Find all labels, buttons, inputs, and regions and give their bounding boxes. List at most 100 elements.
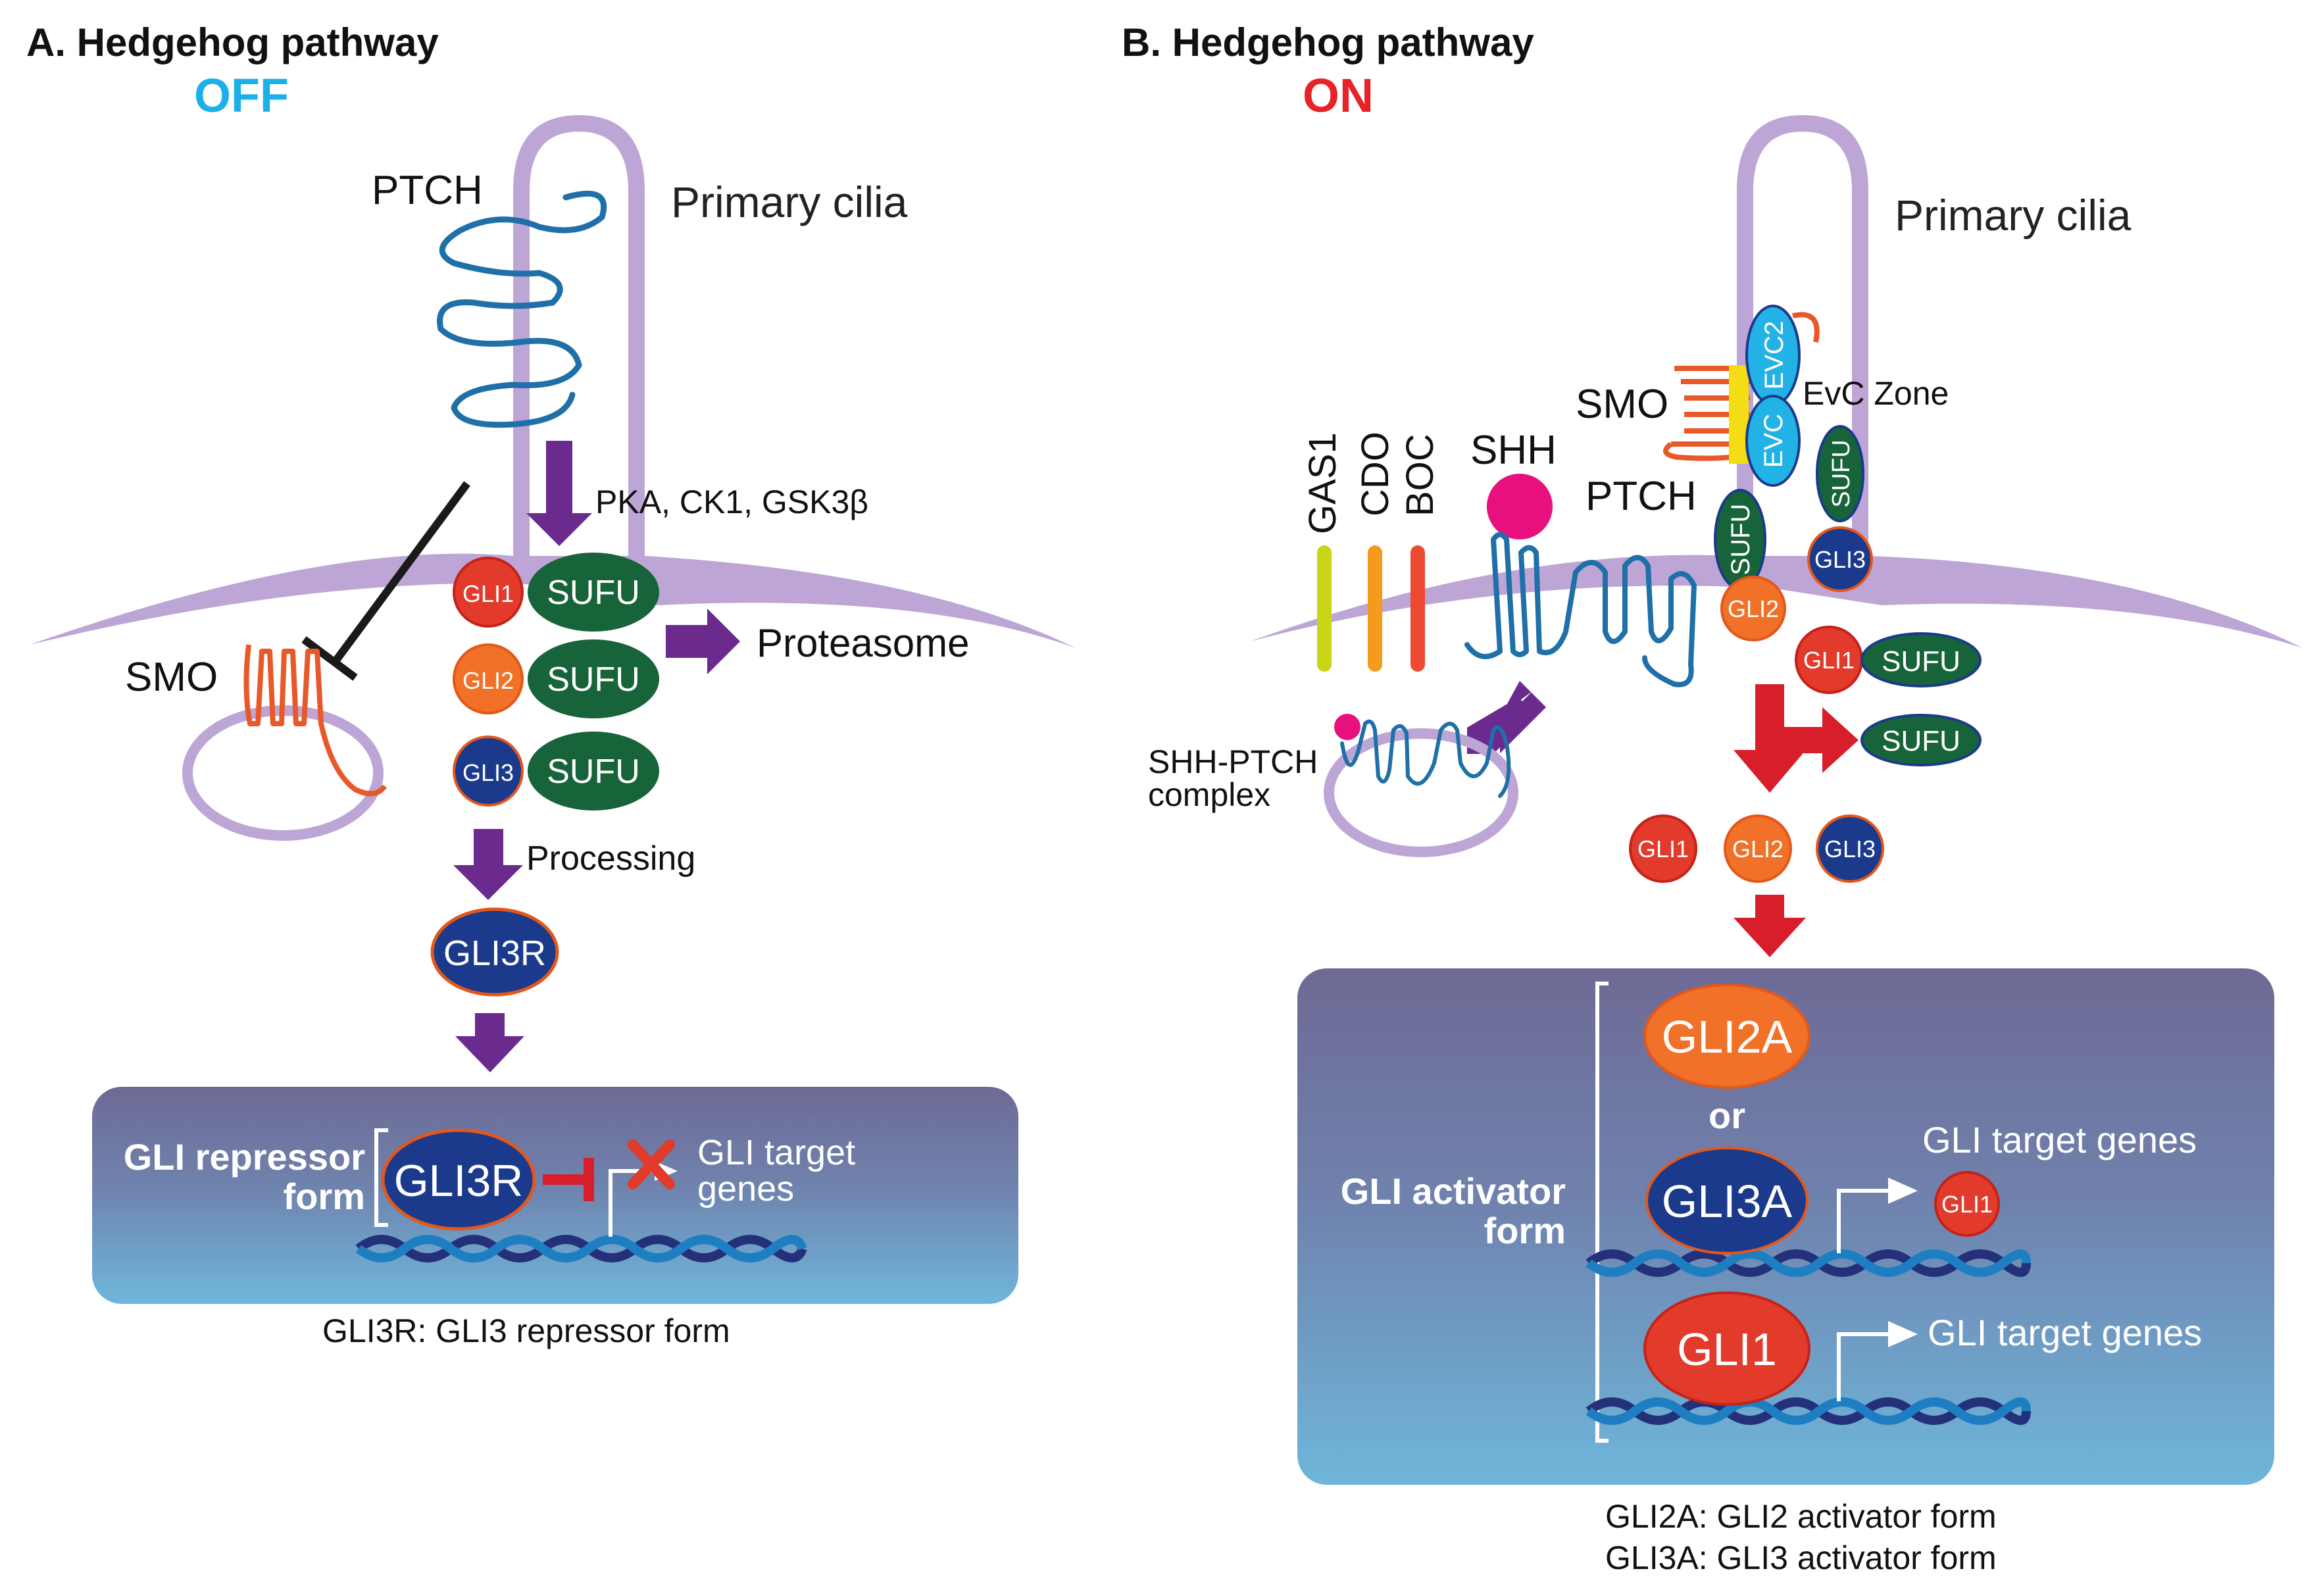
smo-protein-a (243, 644, 387, 797)
panel-a-title: A. Hedgehog pathway (26, 20, 439, 64)
target-genes-a-line2: genes (697, 1169, 794, 1209)
activator-label-line1: GLI activator (1341, 1170, 1566, 1212)
sufu-label-a-3: SUFU (547, 753, 640, 791)
free-gli1-node (1629, 814, 1697, 883)
gli3r-node (430, 907, 559, 997)
shh-ptch-protein (1340, 719, 1511, 798)
release-arrow-down (1734, 684, 1806, 793)
kinase-arrow-a (526, 441, 592, 546)
panel-a: A. Hedgehog pathway OFF Primary cilia PT… (26, 20, 1076, 1349)
sufu-released-node (1860, 714, 1982, 766)
kinases-label: PKA, CK1, GSK3β (595, 484, 868, 520)
dna-helix-a (355, 1235, 807, 1262)
dna-helix-b2 (1585, 1397, 2031, 1425)
primary-cilia-label-a: Primary cilia (671, 178, 908, 226)
panel-b-title: B. Hedgehog pathway (1122, 20, 1534, 64)
sufu-cilia-label-2: SUFU (1828, 439, 1855, 507)
evc2-label: EVC2 (1760, 321, 1789, 390)
free-gli2-node (1724, 814, 1792, 883)
gli2-label-a: GLI2 (462, 667, 514, 694)
free-gli3-node (1816, 814, 1884, 883)
complex-gli2-sufu: GLI2 SUFU (453, 639, 659, 718)
gli2-cilia-node (1720, 576, 1786, 641)
dna-helix-b1 (1585, 1249, 2031, 1277)
complex-gli3-sufu: GLI3 SUFU (453, 732, 659, 810)
release-arrow-right (1784, 707, 1859, 773)
shh-ptch-label-line2: complex (1148, 776, 1270, 813)
nucleus-a (92, 1087, 1018, 1304)
ptch-label-b: PTCH (1585, 474, 1697, 519)
footnote-b2: GLI3A: GLI3 activator form (1605, 1539, 1997, 1576)
gli1-big-label: GLI1 (1677, 1324, 1777, 1375)
gli3a-node (1645, 1147, 1809, 1255)
vesicle-b (1324, 728, 1518, 857)
proteasome-arrow (666, 609, 740, 674)
smo-protein-b (1671, 366, 1750, 447)
promoter-arrowhead-b2 (1888, 1321, 1918, 1347)
panel-a-state-off: OFF (194, 70, 289, 122)
repressor-label-line1: GLI repressor (124, 1136, 365, 1178)
target-gli1-node (1934, 1171, 2000, 1237)
activator-label-line2: form (1484, 1210, 1566, 1251)
gli3-cilia-label: GLI3 (1814, 546, 1866, 573)
ptch-protein-a (437, 190, 607, 428)
gli3-cilia-node (1807, 526, 1873, 592)
evc2-tail (1792, 312, 1820, 343)
primary-cilia-label-b: Primary cilia (1895, 191, 2132, 239)
coreceptors: GAS1 CDO BOC (1301, 432, 1441, 672)
promoter-arrowhead-b1 (1888, 1178, 1918, 1204)
gli1-big-node (1643, 1291, 1810, 1406)
processing-arrow (453, 829, 523, 900)
smo-label-b: SMO (1576, 382, 1668, 427)
shh-ptch-ligand (1334, 714, 1360, 740)
or-label: or (1709, 1095, 1745, 1136)
promoter-arrow-b1 (1837, 1189, 1888, 1253)
sufu-complex-node (1860, 632, 1982, 687)
panel-b: B. Hedgehog pathway ON Primary cilia SMO… (1122, 20, 2303, 1576)
shh-ptch-label-line1: SHH-PTCH (1148, 743, 1318, 780)
shh-ligand (1487, 474, 1553, 539)
sufu-cilia-node-2 (1816, 425, 1864, 522)
shh-label: SHH (1470, 428, 1557, 473)
complex-gli1-sufu: GLI1 SUFU (453, 553, 659, 632)
evc-zone-label: EvC Zone (1803, 375, 1949, 412)
blocked-x-icon (628, 1139, 675, 1189)
endocytosis-arrow-body (1467, 697, 1534, 754)
ptch-label-a: PTCH (372, 168, 483, 213)
free-gli1-label: GLI1 (1637, 835, 1689, 862)
target-genes-b2: GLI target genes (1928, 1312, 2202, 1353)
nuclear-entry-arrow-a (455, 1013, 524, 1072)
sufu-label-a-2: SUFU (547, 661, 640, 699)
footnote-a: GLI3R: GLI3 repressor form (322, 1312, 730, 1349)
gli1-label-a: GLI1 (462, 580, 514, 607)
repressor-bracket (374, 1128, 388, 1227)
proteasome-label: Proteasome (757, 621, 970, 665)
processing-label: Processing (526, 839, 695, 878)
ptch-protein-b (1464, 532, 1697, 687)
gli2a-label: GLI2A (1662, 1011, 1793, 1062)
footnote-b1: GLI2A: GLI2 activator form (1605, 1498, 1997, 1535)
gli3r-nuclear-label: GLI3R (394, 1156, 524, 1206)
free-gli2-label: GLI2 (1732, 835, 1784, 862)
gli3-label-a: GLI3 (462, 759, 514, 786)
ptch-inhibits-smo-line (332, 481, 470, 664)
target-genes-b1: GLI target genes (1922, 1119, 2197, 1160)
sufu-complex-label: SUFU (1882, 645, 1960, 678)
free-gli3-label: GLI3 (1824, 835, 1876, 862)
sufu-released-label: SUFU (1882, 725, 1960, 757)
sufu-label-a-1: SUFU (547, 574, 640, 612)
coreceptor-label-gas1: GAS1 (1301, 432, 1344, 534)
activator-bracket (1595, 982, 1609, 1443)
vesicle-a (182, 705, 384, 841)
gli3a-label: GLI3A (1662, 1176, 1793, 1227)
coreceptor-label-boc: BOC (1399, 434, 1441, 516)
panel-b-state-on: ON (1303, 70, 1374, 122)
sufu-cilia-label-1: SUFU (1726, 504, 1755, 576)
ptch-inhibits-smo-bar (301, 636, 358, 681)
smo-label-a: SMO (125, 655, 218, 700)
evc-label: EVC (1759, 414, 1788, 468)
smo-yellow-band (1729, 365, 1749, 464)
gli2a-node (1643, 984, 1810, 1089)
repressor-label-line2: form (284, 1176, 365, 1217)
